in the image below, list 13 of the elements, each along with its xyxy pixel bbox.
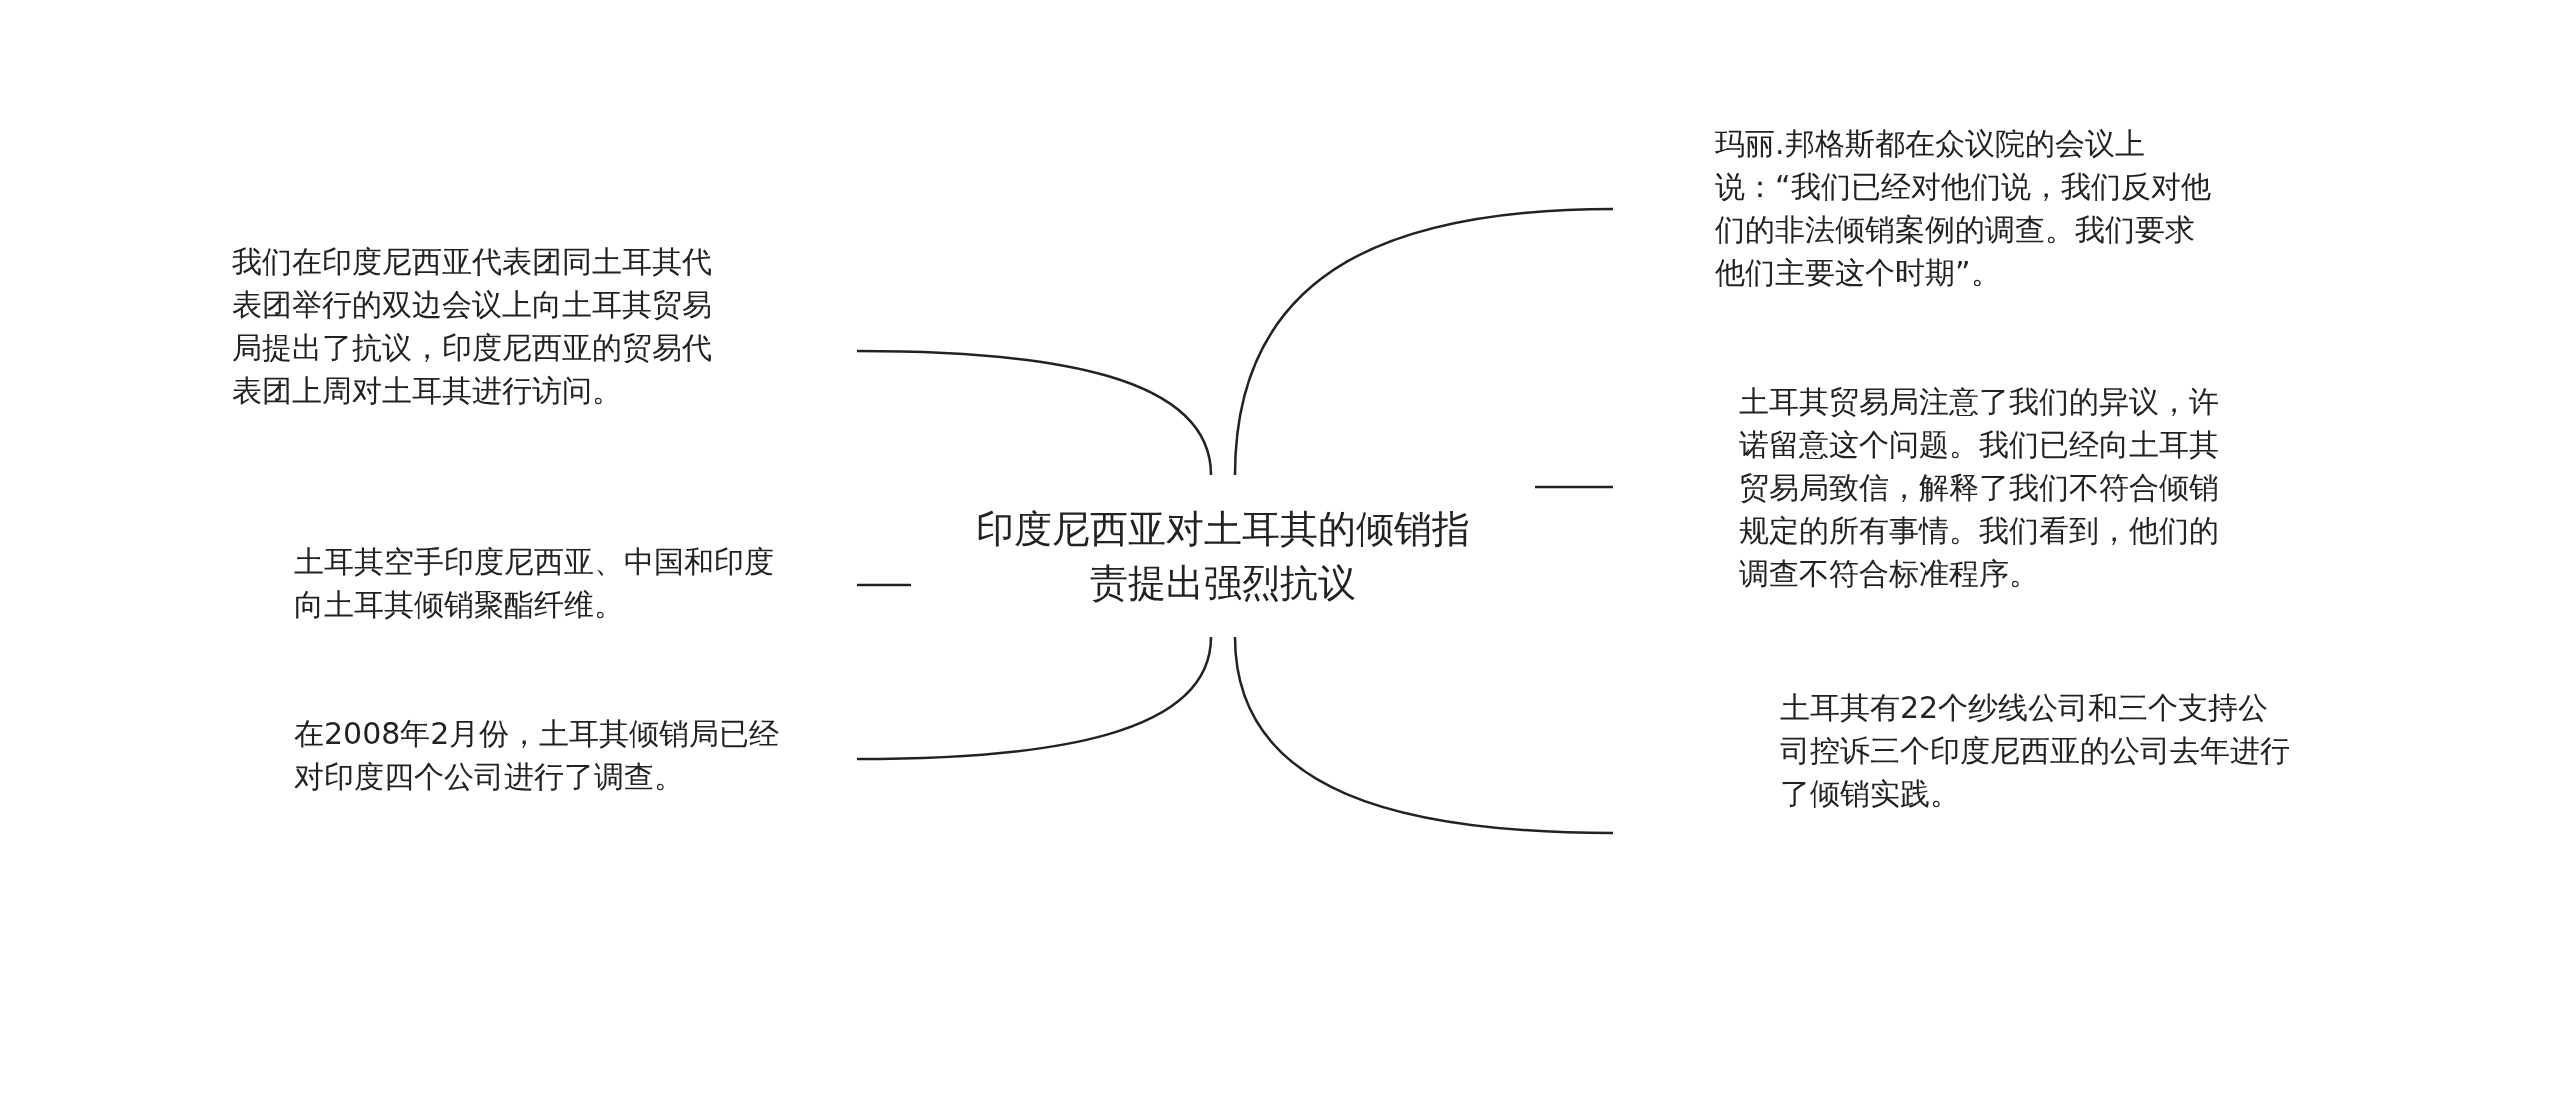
topic-text: 土耳其空手印度尼西亚、中国和印度向土耳其倾销聚酯纤维。 bbox=[294, 540, 857, 630]
topic-text: 我们在印度尼西亚代表团同土耳其代表团举行的双边会议上向土耳其贸易局提出了抗议，印度尼西亚的贸易代表团上周对土耳其进行访问。 bbox=[232, 240, 857, 460]
topic-text: 玛丽.邦格斯都在众议院的会议上说：“我们已经对他们说，我们反对他们的非法倾销案例的调查。我们要求他们主要这个时期”。 bbox=[1613, 122, 2223, 298]
topic-text: 土耳其有22个纱线公司和三个支持公司控诉三个印度尼西亚的公司去年进行了倾销实践。 bbox=[1613, 686, 2293, 866]
connector-line bbox=[857, 636, 1213, 761]
topic-text: 土耳其贸易局注意了我们的异议，许诺留意这个问题。我们已经向土耳其贸易局致信，解释了我们不符合倾销规定的所有事情。我们看到，他们的调查不符合标准程序。 bbox=[1613, 380, 2233, 600]
connector-line bbox=[1233, 207, 1614, 476]
connector-line bbox=[1535, 485, 1613, 489]
connector-line bbox=[857, 349, 1213, 476]
connector-line bbox=[1233, 636, 1613, 835]
central-topic: 印度尼西亚对土耳其的倾销指责提出强烈抗议 bbox=[911, 475, 1535, 637]
connector-line bbox=[857, 583, 911, 587]
topic-text: 在2008年2月份，土耳其倾销局已经对印度四个公司进行了调查。 bbox=[294, 712, 857, 802]
